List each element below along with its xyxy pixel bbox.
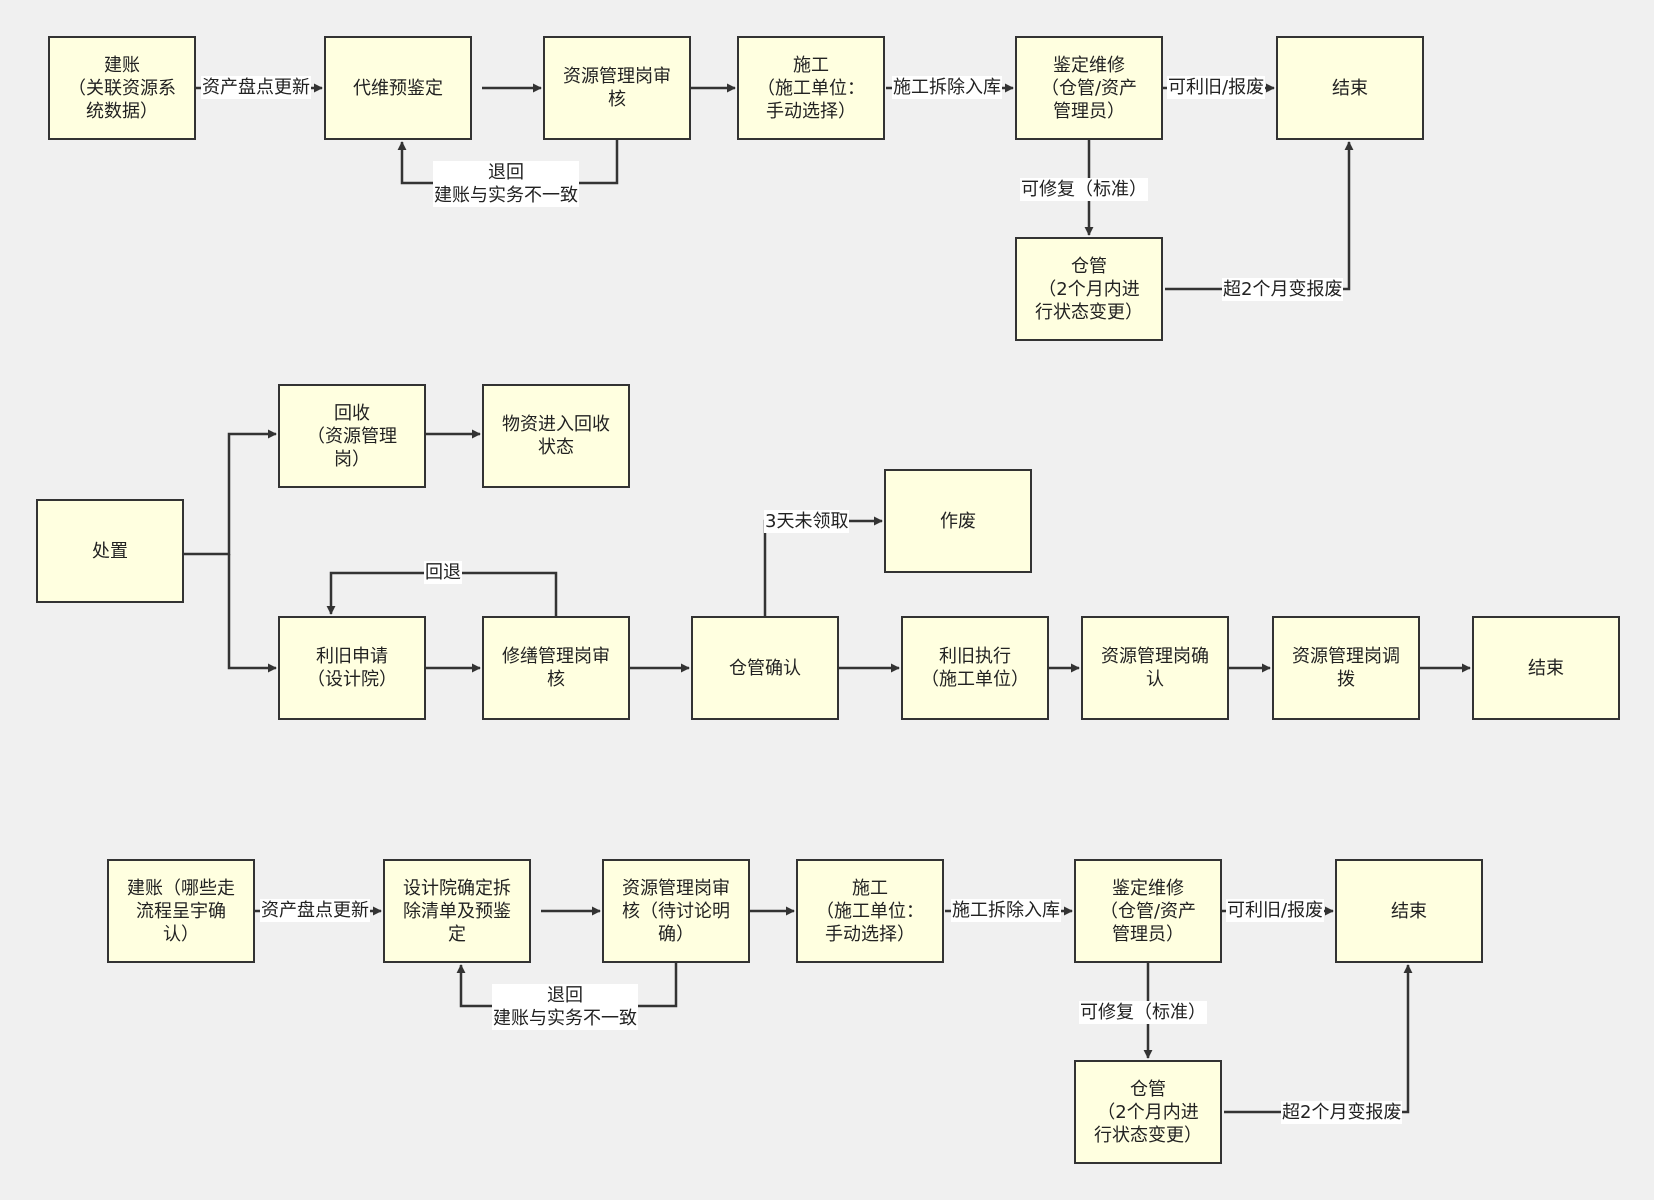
edge-label-lijiu-baofei-2: 可利旧/报废 xyxy=(1226,899,1325,922)
node-cangguan[interactable]: 仓管 （2个月内进 行状态变更） xyxy=(1015,237,1163,341)
node-jianding-weixiu[interactable]: 鉴定维修 （仓管/资产 管理员） xyxy=(1015,36,1163,140)
node-cangguan-queren[interactable]: 仓管确认 xyxy=(691,616,839,720)
node-jianzhang-2[interactable]: 建账（哪些走 流程呈宇确 认） xyxy=(107,859,255,963)
node-shigong-2[interactable]: 施工 （施工单位： 手动选择） xyxy=(796,859,944,963)
edge-label-kexiufu-2: 可修复（标准） xyxy=(1079,1001,1207,1024)
node-ziyuan-diaobo[interactable]: 资源管理岗调 拨 xyxy=(1272,616,1420,720)
edge-label-shigong-chaichu-2: 施工拆除入库 xyxy=(951,899,1061,922)
edge-label-tuihui-2: 退回 建账与实务不一致 xyxy=(492,984,638,1030)
node-jieshu-2[interactable]: 结束 xyxy=(1472,616,1620,720)
connector-m7-m4 xyxy=(763,516,883,616)
node-jieshu[interactable]: 结束 xyxy=(1276,36,1424,140)
edge-label-chao-baofei-2: 超2个月变报废 xyxy=(1281,1101,1403,1124)
connector-b7-b6 xyxy=(1224,964,1413,1114)
node-lijiu-shenqing[interactable]: 利旧申请 （设计院） xyxy=(278,616,426,720)
node-huishou[interactable]: 回收 （资源管理 岗） xyxy=(278,384,426,488)
node-ziyuan-queren[interactable]: 资源管理岗确 认 xyxy=(1081,616,1229,720)
node-jianzhang[interactable]: 建账 （关联资源系 统数据） xyxy=(48,36,196,140)
connector-m1-m5 xyxy=(227,554,277,673)
node-lijiu-zhixing[interactable]: 利旧执行 （施工单位） xyxy=(901,616,1049,720)
edge-label-huitui: 回退 xyxy=(424,561,462,584)
node-chuzhi[interactable]: 处置 xyxy=(36,499,184,603)
node-cangguan-2[interactable]: 仓管 （2个月内进 行状态变更） xyxy=(1074,1060,1222,1164)
edge-label-kexiufu: 可修复（标准） xyxy=(1020,178,1148,201)
node-jieshu-3[interactable]: 结束 xyxy=(1335,859,1483,963)
node-jianding-weixiu-2[interactable]: 鉴定维修 （仓管/资产 管理员） xyxy=(1074,859,1222,963)
edge-label-lijiu-baofei: 可利旧/报废 xyxy=(1167,76,1266,99)
node-shejiyuan-queding[interactable]: 设计院确定拆 除清单及预鉴 定 xyxy=(383,859,531,963)
node-ziyuan-shenhe[interactable]: 资源管理岗审 核 xyxy=(543,36,691,140)
edge-label-chao-baofei: 超2个月变报废 xyxy=(1222,278,1344,301)
connector-n7-n6 xyxy=(1165,141,1354,291)
node-wuzi-huishou[interactable]: 物资进入回收 状态 xyxy=(482,384,630,488)
node-daiwei-yujianding[interactable]: 代维预鉴定 xyxy=(324,36,472,140)
edge-label-shigong-chaichu: 施工拆除入库 xyxy=(892,76,1002,99)
edge-label-zichan-pandian-2: 资产盘点更新 xyxy=(260,899,370,922)
edge-label-weilingqu: 3天未领取 xyxy=(764,510,850,533)
node-zuofei[interactable]: 作废 xyxy=(884,469,1032,573)
connector-m1-m2 xyxy=(184,429,277,556)
edge-label-zichan-pandian: 资产盘点更新 xyxy=(201,76,311,99)
node-shigong[interactable]: 施工 （施工单位： 手动选择） xyxy=(737,36,885,140)
node-ziyuan-shenhe-2[interactable]: 资源管理岗审 核（待讨论明 确） xyxy=(602,859,750,963)
edge-label-tuihui: 退回 建账与实务不一致 xyxy=(433,161,579,207)
node-xiushan-shenhe[interactable]: 修缮管理岗审 核 xyxy=(482,616,630,720)
